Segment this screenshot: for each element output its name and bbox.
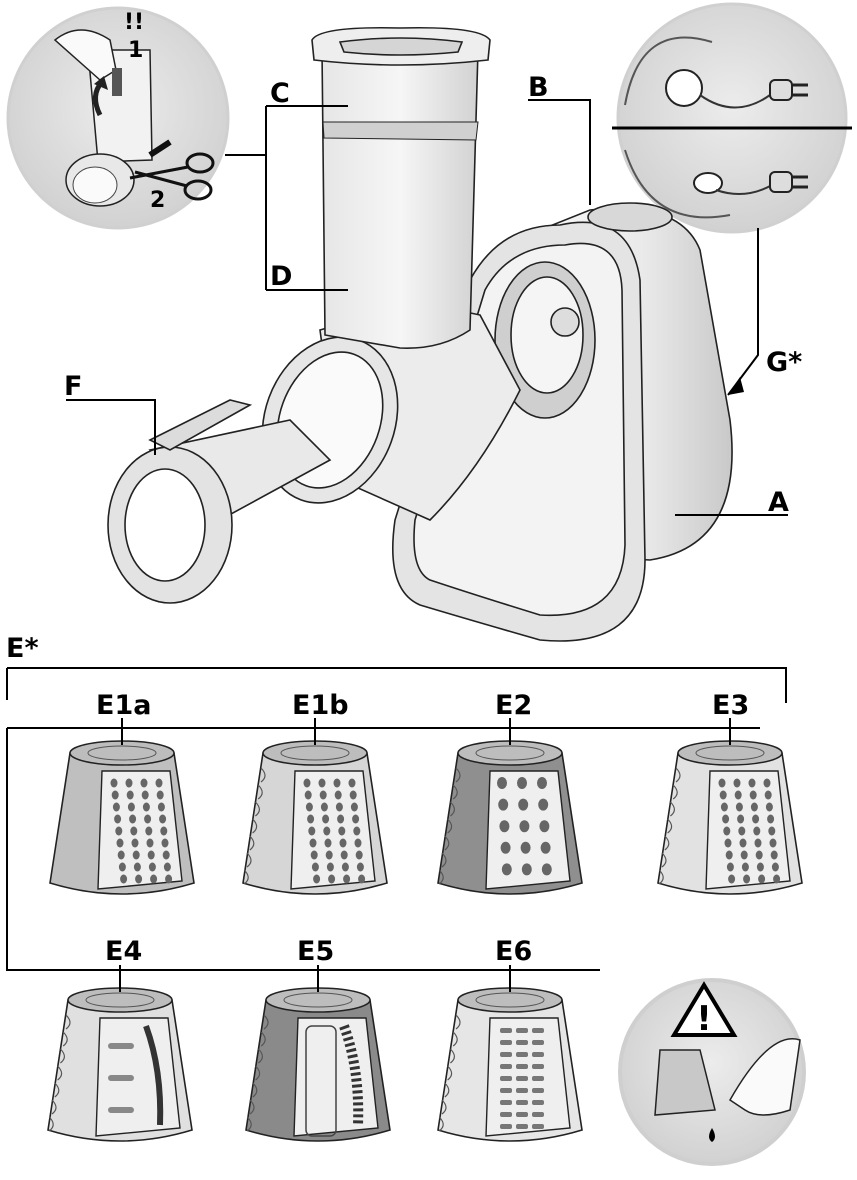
drum-e2 xyxy=(438,718,582,894)
blade-plate xyxy=(706,771,790,889)
blade-plate xyxy=(98,771,182,889)
drum-label-1: E1b xyxy=(292,692,349,719)
drum-e5 xyxy=(246,965,390,1141)
blade-plate xyxy=(291,771,375,889)
release-button xyxy=(588,203,672,231)
svg-text:!: ! xyxy=(696,999,712,1039)
tab-strip-icon xyxy=(112,68,122,96)
drum-label-0: E1a xyxy=(96,692,151,719)
g-arrow-icon xyxy=(728,377,744,395)
drum-e1a xyxy=(50,718,194,894)
inset-warning-marks: !! xyxy=(124,12,144,34)
label-c: C xyxy=(270,80,290,107)
drive-coupling xyxy=(551,308,579,336)
label-g: G* xyxy=(766,349,802,376)
label-d: D xyxy=(270,263,292,290)
drum-e3 xyxy=(658,718,802,894)
label-f: F xyxy=(64,373,82,400)
drum-label-5: E5 xyxy=(297,938,334,965)
inset-step-2: 2 xyxy=(150,190,165,212)
inset-step-1: 1 xyxy=(128,40,143,62)
label-e: E* xyxy=(6,635,39,662)
drum-label-4: E4 xyxy=(105,938,142,965)
cord-storage-inset xyxy=(612,4,852,232)
drum-e1b xyxy=(243,718,387,894)
label-a: A xyxy=(768,489,789,516)
drum-e6 xyxy=(438,965,582,1141)
blade-plate xyxy=(486,1018,570,1136)
cord-outlet-icon xyxy=(666,70,702,106)
unpacking-inset xyxy=(8,8,228,228)
drum-label-6: E6 xyxy=(495,938,532,965)
drum-label-3: E3 xyxy=(712,692,749,719)
feed-tube xyxy=(322,50,478,348)
label-b: B xyxy=(528,74,549,101)
warning-inset: ! xyxy=(620,980,804,1164)
drum-e4 xyxy=(48,965,192,1141)
drum-label-2: E2 xyxy=(495,692,532,719)
